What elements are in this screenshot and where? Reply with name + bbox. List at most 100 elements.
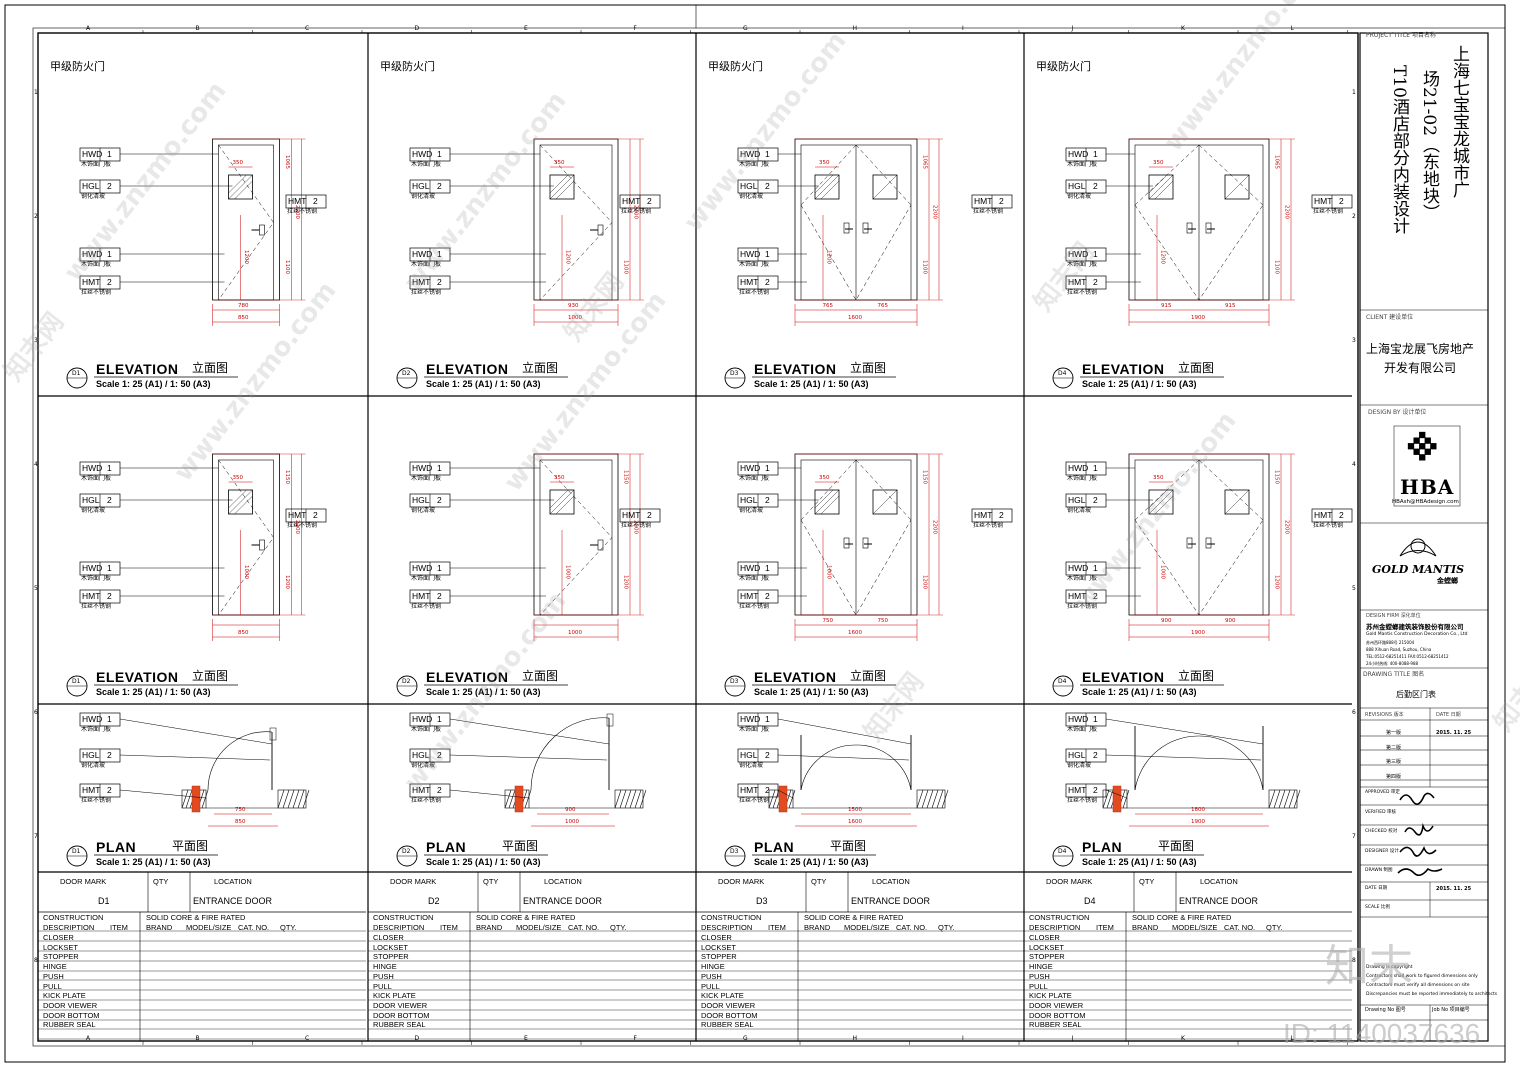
vision-hatch [1148,174,1174,200]
wall-hatch [297,789,305,809]
view-title: ELEVATION [426,669,509,685]
vision-hatch [820,180,840,200]
view-bubble-mark: D1 [72,678,81,685]
schedule-location: ENTRANCE DOOR [193,896,273,906]
schedule-location: ENTRANCE DOOR [1179,896,1259,906]
wall-hatch [921,789,929,809]
door-frame [212,138,280,301]
door-vision-panel-right [872,174,898,200]
plan-callout-hmt-desc: 拉丝不锈钢 [81,797,112,804]
plan-callout-hgl-code: HGL [740,750,758,760]
door-handle-right [1205,222,1212,234]
plan-callout-hmt-code: HMT [412,785,431,795]
callout-hgl-0-desc: 钢化清玻 [81,193,106,200]
callout-hmt-1-desc: 拉丝不锈钢 [411,603,442,610]
callout-hmt-0-num: 2 [437,277,442,287]
goldmantis-logo-text: GOLD MANTIS [1372,563,1465,576]
date2-label: DATE 日期 [1365,886,1388,891]
vision-hatch [820,495,840,515]
verified-label: VERIFIED 审核 [1365,810,1397,815]
wall-hatch [508,789,516,809]
dim-text-lower: 1100 [1273,260,1280,274]
callout-hmt-right-0-num: 2 [1339,196,1344,206]
hba-logo-square [1413,448,1420,455]
plan-callout-hmt-code: HMT [1068,785,1087,795]
dim-text-handle: 1200 [825,250,832,264]
inner-border [32,27,1506,1047]
door-swing-arc-left [1134,735,1200,791]
schedule-item: ITEM [110,923,128,932]
vision-hatch [234,180,253,200]
schedule-door-mark-header: DOOR MARK [390,877,437,886]
callout-hgl-0-desc: 钢化清玻 [411,193,436,200]
grid-letter-bottom: G [743,1035,748,1042]
schedule-row-label: RUBBER SEAL [43,1020,96,1030]
schedule-row-label: STOPPER [701,952,737,962]
hba-email: HBAsh@HBAdesign.com [1392,499,1459,505]
wall-hatch [277,789,285,809]
callout-hmt-1-num: 2 [107,591,112,601]
schedule-model: MODEL/SIZE [516,923,562,932]
dim-text-handle: 1000 [564,565,571,579]
view-title-cn: 平面图 [172,839,209,853]
view-title: ELEVATION [754,361,837,377]
grid-letter-top: A [86,25,91,32]
callout-hmt-right-1-code: HMT [288,510,307,520]
wall-hatch [936,789,944,809]
firm-name-en: Gold Mantis Construction Decoration Co.,… [1366,632,1468,637]
schedule-catno: CAT. NO. [568,923,600,932]
callout-hmt-0-num: 2 [107,277,112,287]
callout-hwd-0-desc: 木饰面门板 [81,161,112,168]
schedule-row-label: LOCKSET [701,942,737,952]
schedule-row-label: PULL [701,981,720,991]
vision-hatch [814,174,834,194]
revision-1: 第一版 [1386,730,1402,736]
grid-number-left: 1 [34,89,38,96]
callout-hwd-0-code: HWD [740,149,761,159]
schedule-row-label: LOCKSET [1029,942,1065,952]
plan-callout-hmt-code: HMT [82,785,101,795]
callout-hmt-right-1-num: 2 [313,510,318,520]
schedule-location: ENTRANCE DOOR [851,896,931,906]
dim-text: 850 [238,630,249,636]
panel-tag-fire-door: 甲级防火门 [1036,60,1091,73]
signature-drawn [1397,867,1443,877]
plan-leader [1105,718,1264,745]
wall-hatch [1106,789,1114,809]
plan-leader [119,789,207,799]
callout-hwd2-1-num: 1 [765,563,770,573]
callout-hgl-0-code: HGL [740,181,758,191]
plan-leader [1105,754,1262,761]
door-swing-arc [207,731,273,791]
wall-hatch [185,789,193,809]
door-handle-left [843,222,850,234]
callout-hgl-1-desc: 钢化清玻 [81,507,106,514]
door-handle-plan [606,713,614,727]
callout-hwd2-1-code: HWD [740,563,761,573]
door-swing-arc-right [855,744,912,791]
callout-hwd2-0-desc: 木饰面门板 [1067,261,1098,268]
callout-hgl-0-num: 2 [1093,181,1098,191]
drawing-no-label: Drawing No 图号 [1365,1007,1406,1013]
dim-text-handle: 1200 [1159,250,1166,264]
dim-text-window: 350 [819,475,830,481]
dim-text-window: 350 [554,160,565,166]
vision-hatch [549,174,575,200]
callout-hwd-0-desc: 木饰面门板 [739,161,770,168]
callout-hwd2-0-num: 1 [107,249,112,259]
callout-hgl-1-code: HGL [740,495,758,505]
view-bubble-mark: D3 [730,848,739,855]
firm-address-2: 888 Xihuan Road, Suzhou, China [1366,647,1432,652]
callout-hmt-0-num: 2 [1093,277,1098,287]
wall-hatch [1268,789,1276,809]
callout-hmt-1-desc: 拉丝不锈钢 [1067,603,1098,610]
callout-hgl-1-num: 2 [107,495,112,505]
schedule-construction-val: SOLID CORE & FIRE RATED [1132,913,1232,922]
view-scale: Scale 1: 25 (A1) / 1: 50 (A3) [754,857,869,867]
schedule-catno: CAT. NO. [896,923,928,932]
view-bubble-mark: D3 [730,678,739,685]
callout-hgl-1-desc: 钢化清玻 [1067,507,1092,514]
schedule-item: ITEM [440,923,458,932]
callout-hgl-1-desc: 钢化清玻 [411,507,436,514]
callout-hmt-0-desc: 拉丝不锈钢 [739,289,770,296]
